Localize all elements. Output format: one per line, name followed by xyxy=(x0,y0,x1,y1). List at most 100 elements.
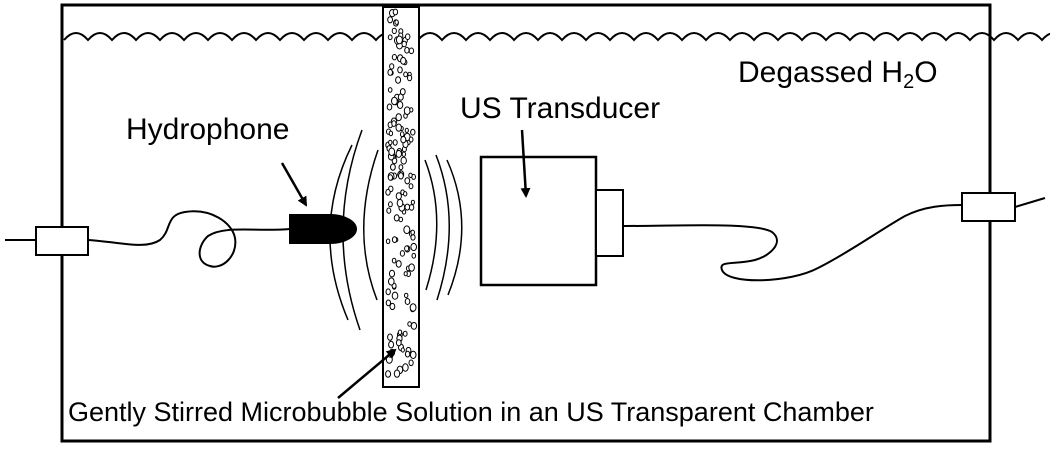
microbubble xyxy=(385,370,392,378)
microbubble xyxy=(385,238,391,245)
microbubble xyxy=(393,369,401,378)
microbubble xyxy=(392,8,399,16)
microbubble xyxy=(391,257,397,264)
microbubble xyxy=(387,333,393,341)
microbubble xyxy=(385,188,391,196)
microbubble xyxy=(400,136,407,144)
chamber-caption: Gently Stirred Microbubble Solution in a… xyxy=(68,397,874,427)
microbubble xyxy=(401,151,407,157)
hydrophone-arrow xyxy=(280,162,308,207)
microbubbles xyxy=(385,8,418,378)
microbubble xyxy=(404,177,411,185)
microbubble xyxy=(409,350,417,359)
microbubble xyxy=(404,350,411,358)
microbubble xyxy=(404,46,410,54)
microbubble xyxy=(397,66,403,74)
microbubble xyxy=(410,128,416,136)
microbubble xyxy=(386,207,392,214)
microbubble xyxy=(388,139,393,146)
microbubble xyxy=(405,33,411,41)
microbubble xyxy=(398,164,404,171)
microbubble xyxy=(391,54,397,61)
microbubble xyxy=(408,263,415,272)
microbubble xyxy=(404,203,411,211)
microbubble xyxy=(409,303,417,312)
microbubble xyxy=(395,192,402,201)
microbubble xyxy=(388,277,395,286)
microbubble xyxy=(408,136,414,143)
microbubble xyxy=(399,250,405,257)
us-transducer xyxy=(479,155,598,287)
microbubble xyxy=(408,172,413,179)
microbubble xyxy=(404,292,409,299)
microbubble xyxy=(387,68,394,76)
microbubble xyxy=(388,201,393,208)
microbubble xyxy=(395,149,402,158)
microbubble xyxy=(397,329,403,336)
microbubble xyxy=(403,225,411,234)
microbubble xyxy=(391,291,399,300)
microbubble xyxy=(391,120,397,127)
microbubble xyxy=(400,347,405,353)
microbubble xyxy=(404,245,410,252)
microbubble xyxy=(394,19,399,25)
microbubble xyxy=(392,139,398,146)
microbubble xyxy=(403,106,411,115)
microbubble xyxy=(410,199,415,205)
microbubble xyxy=(388,147,396,157)
microbubble xyxy=(399,131,405,138)
microbubble xyxy=(395,339,402,347)
microbubble xyxy=(399,88,406,96)
right-cable-outer xyxy=(1014,197,1046,208)
microbubble xyxy=(387,87,393,93)
us-transducer-label: US Transducer xyxy=(460,92,661,125)
microbubble xyxy=(395,113,402,122)
microbubble xyxy=(398,172,404,180)
microbubble xyxy=(395,76,402,84)
microbubble xyxy=(390,163,396,171)
transducer-connector xyxy=(595,189,624,257)
microbubble xyxy=(395,35,403,45)
microbubble xyxy=(411,252,417,259)
microbubble xyxy=(404,298,411,305)
microbubble xyxy=(395,260,402,268)
microbubble xyxy=(402,330,408,337)
microbubble xyxy=(391,96,398,106)
microbubble xyxy=(400,156,407,165)
microbubble xyxy=(402,363,409,372)
hydrophone xyxy=(289,214,358,244)
microbubble xyxy=(410,234,416,241)
transducer-arrow xyxy=(520,129,531,198)
microbubble xyxy=(403,71,409,78)
water-label-main: Degassed H xyxy=(738,56,904,89)
microbubble xyxy=(388,269,396,278)
microbubble xyxy=(393,214,400,222)
microbubble xyxy=(387,16,394,24)
microbubble xyxy=(395,123,402,132)
microbubble xyxy=(389,63,395,70)
microbubble xyxy=(407,74,413,82)
microbubble xyxy=(403,191,408,197)
left-connector xyxy=(35,226,89,256)
microbubble xyxy=(389,302,396,311)
microbubble xyxy=(410,229,416,236)
hydrophone-label: Hydrophone xyxy=(126,113,290,146)
microbubble xyxy=(388,130,394,137)
microbubble xyxy=(391,27,397,35)
right-connector xyxy=(961,192,1016,222)
water-surface xyxy=(63,32,1050,42)
water-label-end: O xyxy=(914,56,938,89)
transducer-cable xyxy=(622,204,963,282)
microbubble xyxy=(403,271,408,277)
water-label-subscript: 2 xyxy=(903,71,915,93)
microbubble xyxy=(410,242,418,252)
microbubble xyxy=(386,103,393,111)
microbubble xyxy=(404,127,409,133)
microbubble xyxy=(385,299,392,307)
microbubble xyxy=(385,288,391,296)
microbubble xyxy=(410,322,418,330)
hydrophone-cable xyxy=(87,210,291,268)
degassed-water-label: Degassed H2O xyxy=(738,56,938,94)
microbubble xyxy=(401,40,407,48)
